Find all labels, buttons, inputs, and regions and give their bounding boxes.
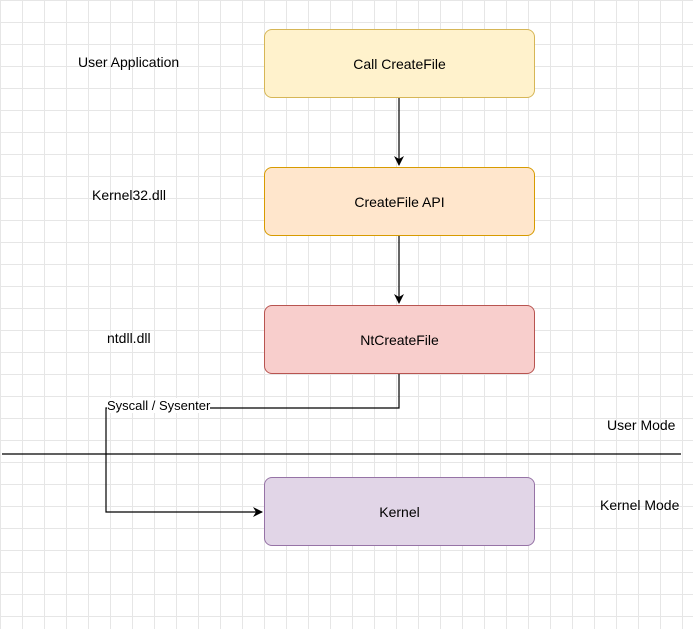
syscall-edge-label: Syscall / Sysenter (107, 398, 211, 413)
kernel-label: Kernel (379, 503, 420, 520)
layer-label-ntdll: ntdll.dll (107, 330, 151, 346)
user-mode-label: User Mode (607, 417, 676, 433)
ntcreatefile-label: NtCreateFile (360, 331, 439, 348)
layer-label-kernel32: Kernel32.dll (92, 187, 166, 203)
kernel-box[interactable]: Kernel (264, 477, 535, 546)
arrow-ntcreatefile-to-kernel (105, 374, 400, 517)
kernel-mode-label: Kernel Mode (600, 497, 680, 513)
createfile-api-label: CreateFile API (354, 193, 445, 210)
ntcreatefile-box[interactable]: NtCreateFile (264, 305, 535, 374)
call-createfile-box[interactable]: Call CreateFile (264, 29, 535, 98)
call-createfile-label: Call CreateFile (353, 55, 446, 72)
createfile-api-box[interactable]: CreateFile API (264, 167, 535, 236)
layer-label-user-application: User Application (78, 54, 180, 70)
